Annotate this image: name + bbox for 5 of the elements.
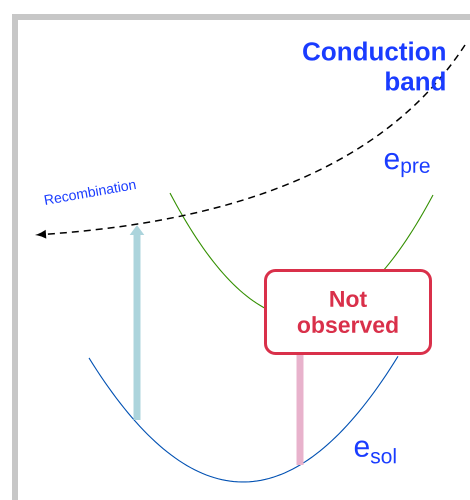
arrow-label: Recombination (44, 182, 136, 205)
band-label: Conduction band (303, 42, 445, 91)
curve-label: e$_{pre}$ (384, 152, 430, 178)
curve-label: e$_{sol}$ (354, 440, 396, 464)
callout-box: Not observed (264, 269, 432, 355)
